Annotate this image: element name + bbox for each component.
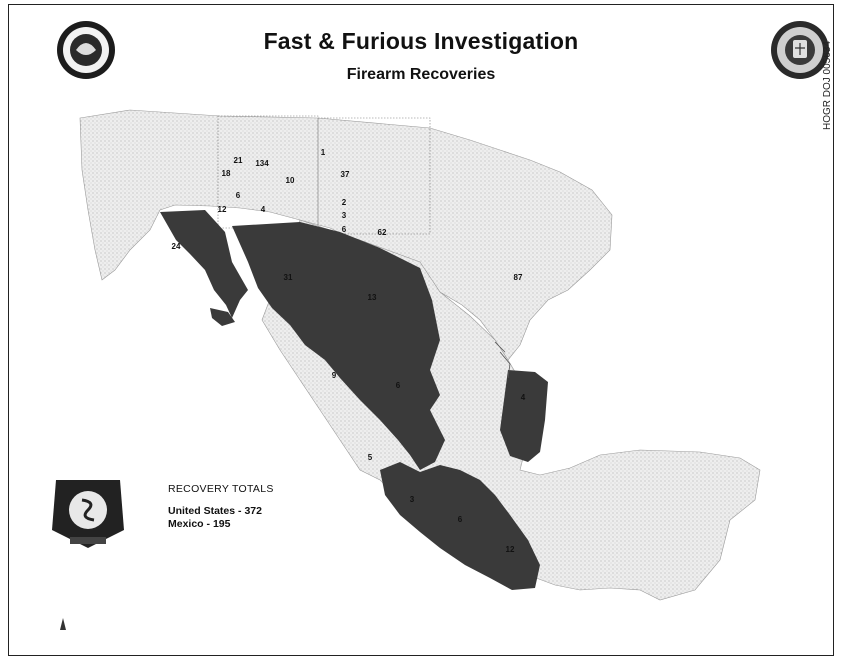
mexico-count-label: 12: [506, 545, 515, 554]
us-count-label: 6: [342, 225, 347, 234]
us-count-label: 134: [255, 159, 269, 168]
us-count-labels: 21 134 1 37 18 10 6 12 4 2 3 6 62 87: [218, 148, 523, 282]
totals-label: United States: [168, 505, 236, 517]
us-count-label: 62: [378, 228, 387, 237]
totals-row-mexico: Mexico - 195: [168, 518, 231, 530]
gulf-coastline: [494, 341, 511, 379]
atf-seal-icon: [771, 21, 829, 79]
recovery-totals: RECOVERY TOTALS United States - 372 Mexi…: [168, 483, 296, 531]
mexico-count-label: 24: [172, 242, 181, 251]
us-count-label: 6: [236, 191, 241, 200]
us-count-label: 4: [261, 205, 266, 214]
totals-value: 195: [212, 518, 231, 530]
tamaulipas: [500, 370, 548, 462]
badge-emblem-icon: [52, 480, 124, 548]
us-count-label: 87: [514, 273, 523, 282]
mexico-count-label: 4: [521, 393, 526, 402]
baja-sur-tip: [210, 308, 235, 326]
page-subtitle: Firearm Recoveries: [346, 66, 496, 83]
us-count-label: 1: [321, 148, 326, 157]
mexico-region-dark: [232, 222, 445, 470]
southern-mexico-dark: [380, 462, 540, 590]
totals-row-us: United States - 372: [168, 505, 262, 517]
doj-seal-icon: [57, 21, 115, 79]
us-count-label: 18: [222, 169, 231, 178]
us-count-label: 12: [218, 205, 227, 214]
page-title: Fast & Furious Investigation: [263, 28, 579, 54]
recovery-totals-heading: RECOVERY TOTALS: [168, 483, 274, 495]
us-count-label: 3: [342, 211, 347, 220]
mexico-count-label: 3: [410, 495, 415, 504]
mexico-count-label: 6: [396, 381, 401, 390]
us-count-label: 37: [341, 170, 350, 179]
baja-california: [160, 210, 248, 318]
totals-label: Mexico: [168, 518, 204, 530]
mexico-count-label: 5: [368, 453, 373, 462]
mexico-count-label: 9: [332, 371, 337, 380]
us-count-label: 2: [342, 198, 347, 207]
north-arrow-icon: [60, 618, 66, 630]
mexico-count-label: 13: [368, 293, 377, 302]
mexico-count-label: 6: [458, 515, 463, 524]
mexico-count-label: 31: [284, 273, 293, 282]
us-count-label: 21: [234, 156, 243, 165]
document-stamp: HOGR DOJ 005634: [822, 41, 833, 130]
mexico-count-labels: 24 31 13 9 6 4 5 3 6 12: [172, 242, 526, 554]
us-count-label: 10: [286, 176, 295, 185]
totals-value: 372: [244, 505, 262, 517]
